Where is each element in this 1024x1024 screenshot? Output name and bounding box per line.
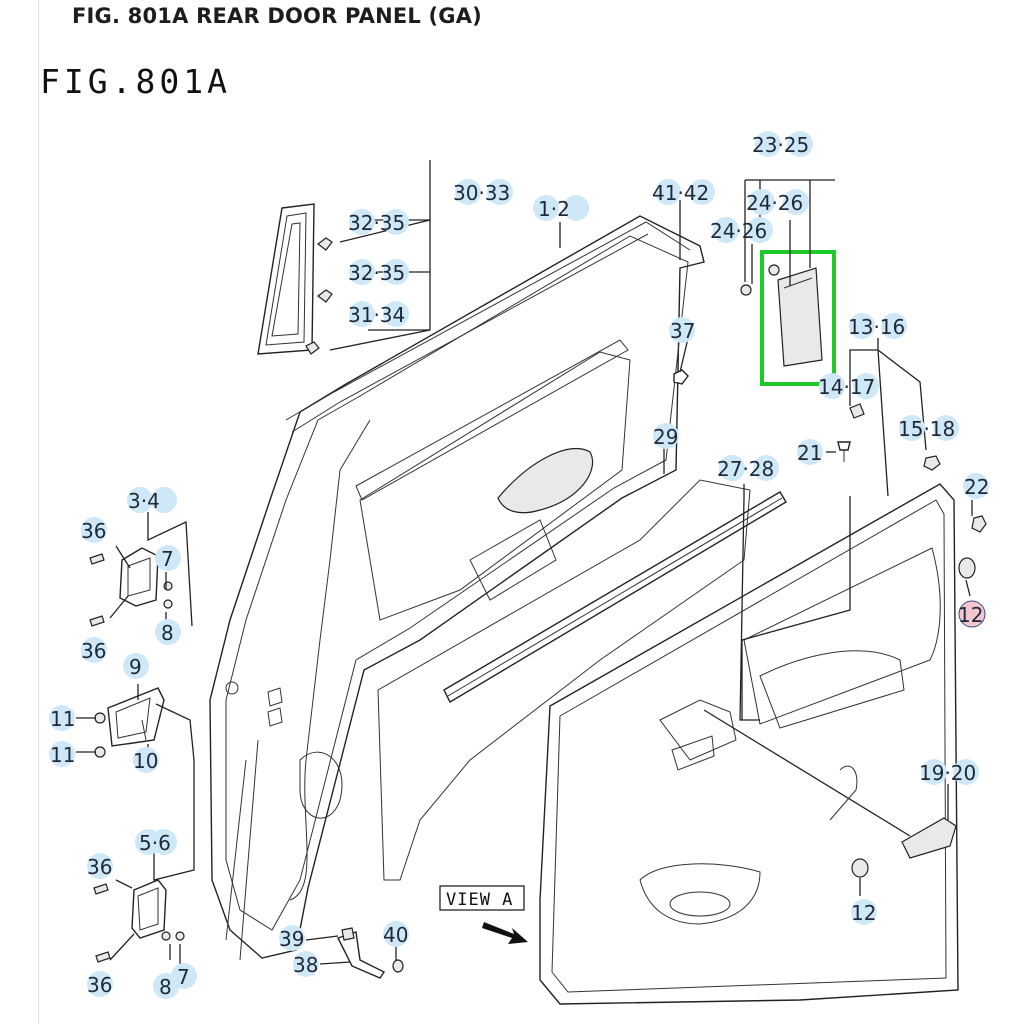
callout-39: 39 — [279, 927, 304, 951]
pillar-cover-part — [760, 250, 836, 386]
callout-40: 40 — [383, 923, 408, 947]
callout-8-b: 8 — [159, 975, 172, 999]
callout-15-18: 15·18 — [898, 417, 955, 441]
inner-trim-back — [377, 479, 751, 881]
callout-32-35-a: 32·35 — [348, 211, 405, 235]
callout-36-b: 36 — [81, 639, 106, 663]
callout-36-a: 36 — [81, 519, 106, 543]
callout-3-4: 3·4 — [128, 489, 160, 513]
view-a-indicator: VIEW A — [439, 885, 528, 944]
callout-11-b: 11 — [50, 743, 75, 767]
callout-11-a: 11 — [50, 707, 75, 731]
callout-7-b: 7 — [177, 965, 190, 989]
callout-24-26-a: 24·26 — [746, 191, 803, 215]
callout-13-16: 13·16 — [848, 315, 905, 339]
callout-12-b: 12 — [851, 901, 876, 925]
handle-cover — [901, 817, 957, 859]
callout-10: 10 — [133, 749, 158, 773]
leader-lines — [76, 160, 973, 966]
callout-29: 29 — [653, 425, 678, 449]
hinge-lower — [93, 879, 185, 963]
callout-30-33: 30·33 — [453, 181, 510, 205]
bracket — [337, 927, 404, 979]
callout-37: 37 — [670, 319, 695, 343]
belt-moulding — [443, 491, 787, 703]
highlight-box — [760, 250, 836, 386]
callout-21: 21 — [797, 441, 822, 465]
callout-23-25: 23·25 — [752, 133, 809, 157]
door-weatherstrip — [285, 221, 691, 901]
callout-8-a: 8 — [161, 621, 174, 645]
door-inner-panel — [209, 215, 705, 961]
page-margin-rule — [38, 0, 39, 1024]
hinge-upper — [89, 547, 173, 627]
callout-5-6: 5·6 — [139, 831, 171, 855]
glass-clips — [305, 237, 333, 355]
callout-38: 38 — [293, 953, 318, 977]
callout-27-28: 27·28 — [717, 457, 774, 481]
callout-19-20: 19·20 — [919, 761, 976, 785]
fasteners — [673, 264, 987, 878]
callout-12-a: 12 — [958, 603, 983, 627]
callout-22: 22 — [964, 475, 989, 499]
hinge-check — [94, 687, 165, 758]
callout-7-a: 7 — [161, 547, 174, 571]
callout-14-17: 14·17 — [818, 375, 875, 399]
callout-32-35-b: 32·35 — [348, 261, 405, 285]
callout-41-42: 41·42 — [652, 181, 709, 205]
view-a-label: VIEW A — [446, 890, 513, 910]
callout-31-34: 31·34 — [348, 303, 405, 327]
callout-24-26-b: 24·26 — [710, 219, 767, 243]
page-title: FIG. 801A REAR DOOR PANEL (GA) — [72, 4, 482, 28]
figure-label: FIG.801A — [40, 62, 231, 101]
callout-36-c: 36 — [87, 855, 112, 879]
door-trim-panel — [539, 483, 959, 1005]
callout-9: 9 — [129, 655, 142, 679]
callout-1-2: 1·2 — [538, 197, 570, 221]
quarter-glass — [257, 203, 315, 355]
callouts: 23·25 24·26 24·26 30·33 1·2 41·42 32·35 … — [49, 131, 989, 999]
callout-36-d: 36 — [87, 973, 112, 997]
